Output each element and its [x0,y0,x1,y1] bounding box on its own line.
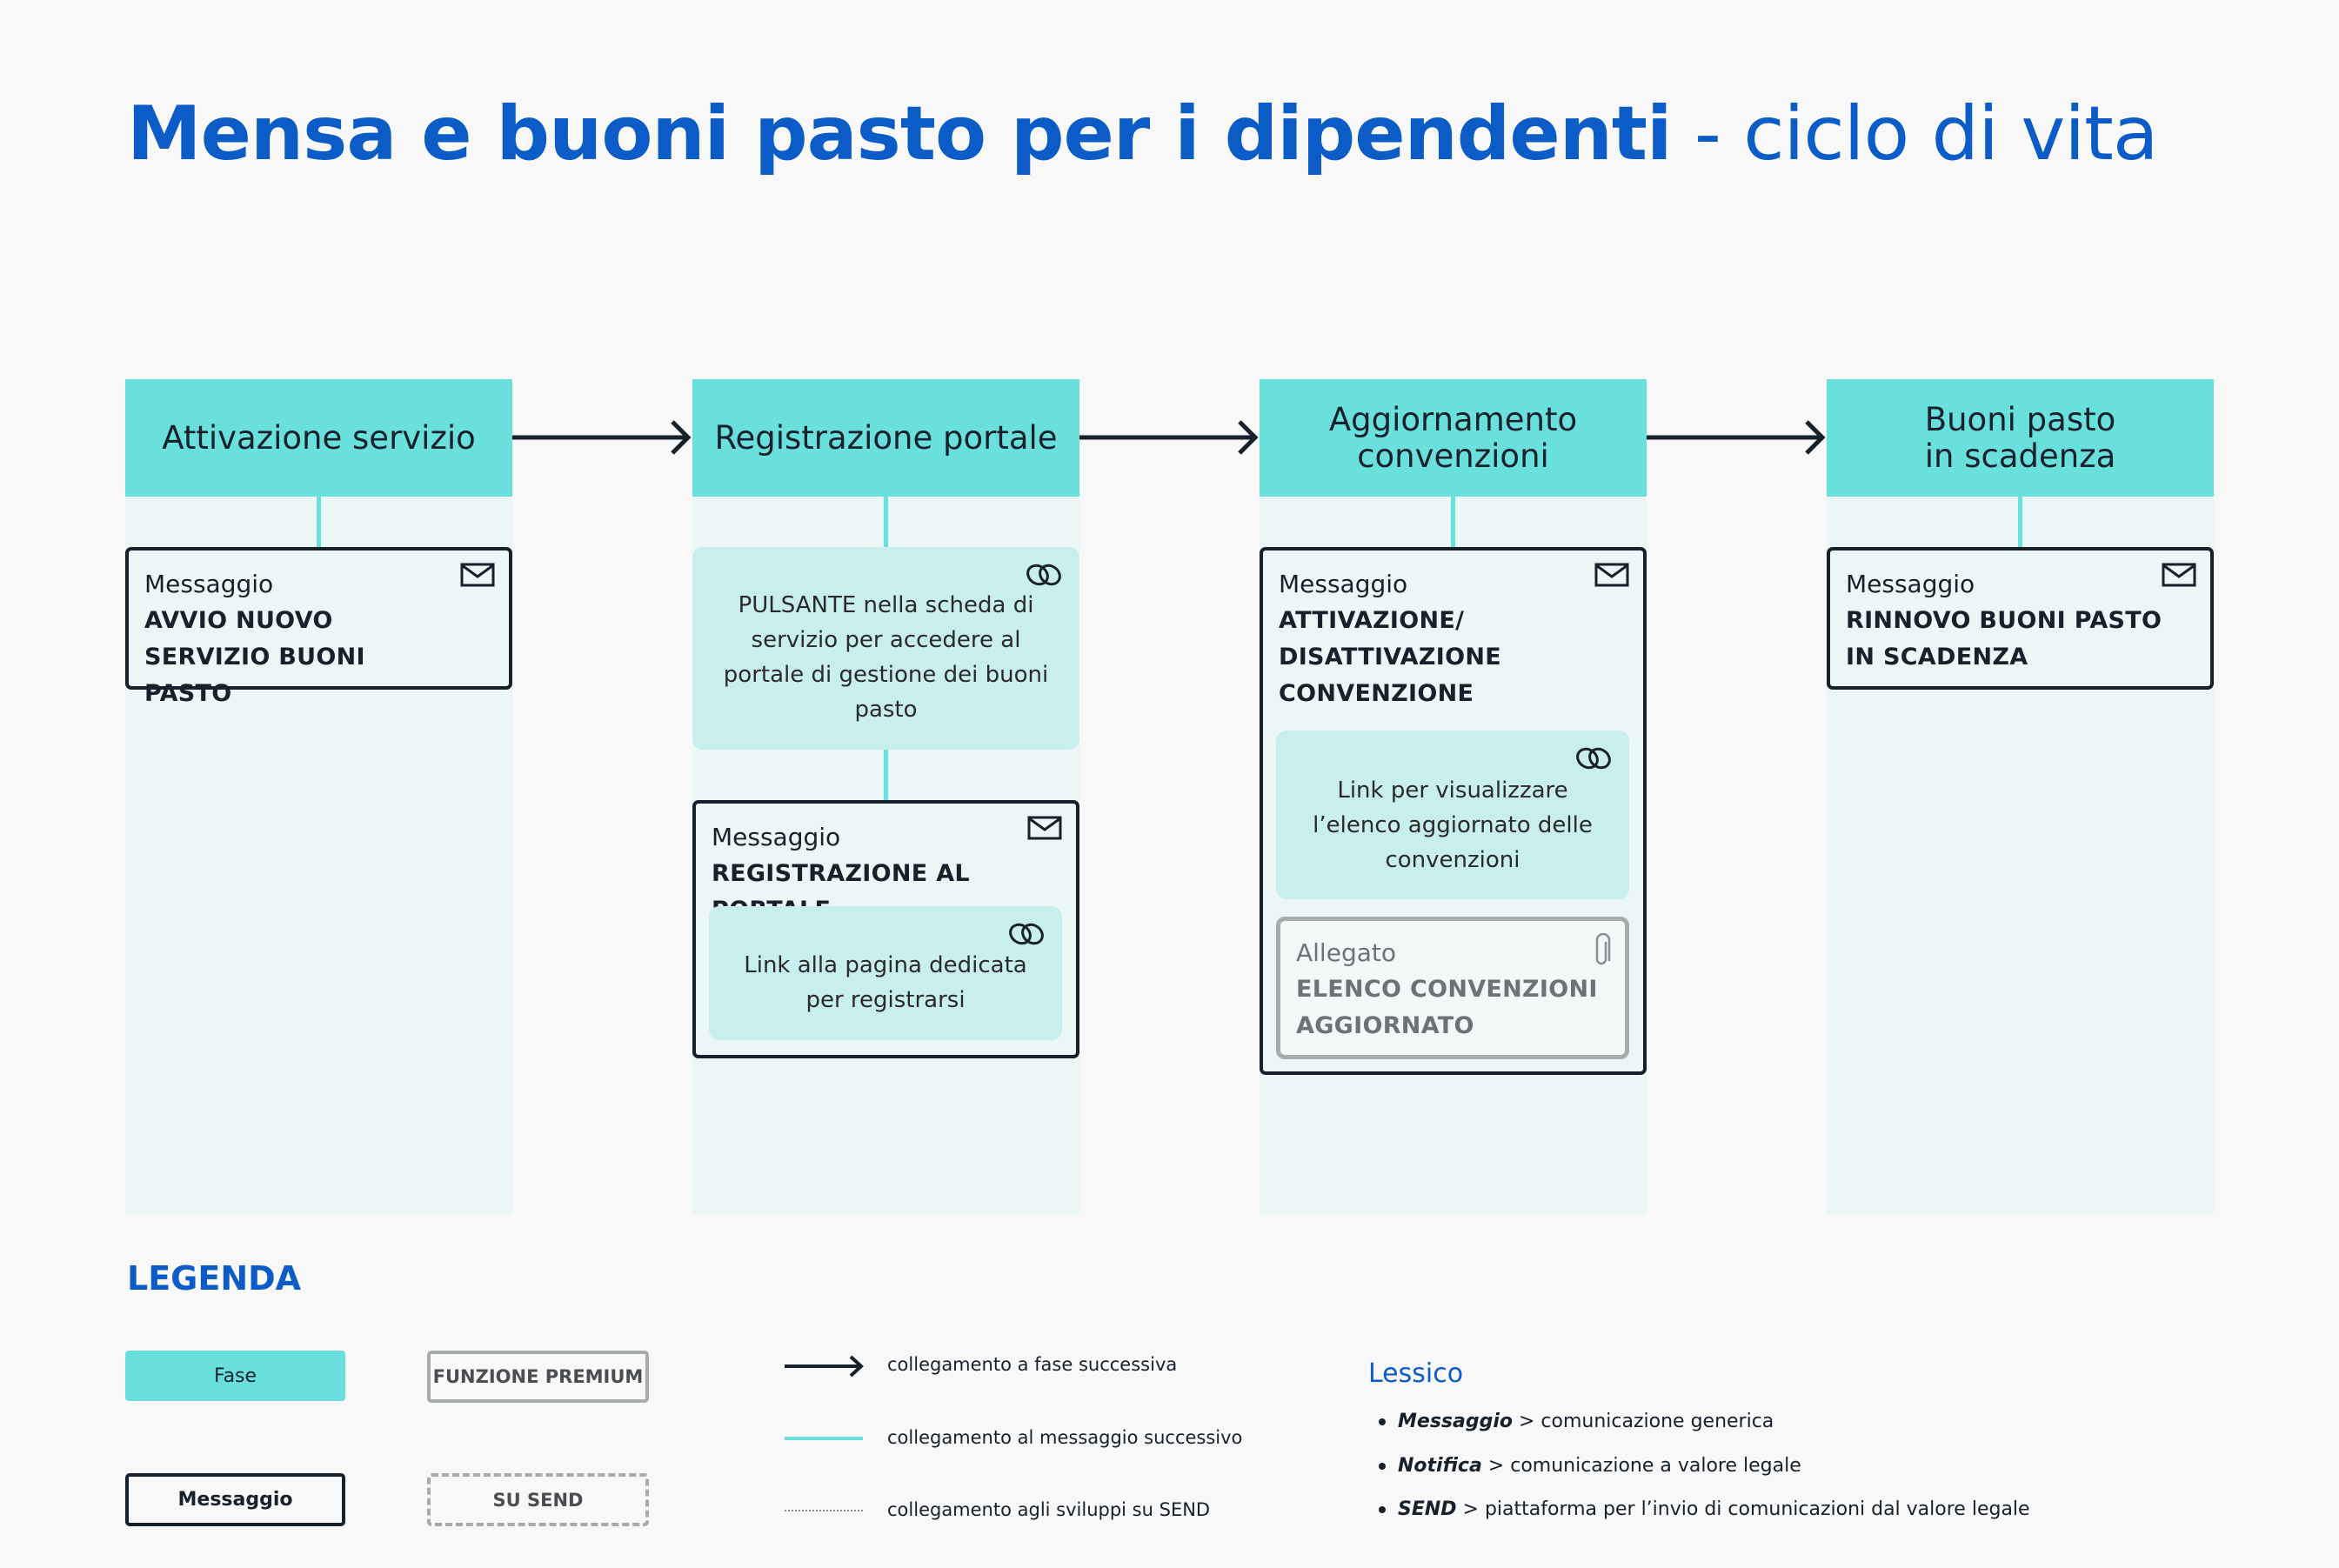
title-subtitle: - ciclo di vita [1671,90,2159,177]
message-card-rinnovo[interactable]: Messaggio RINNOVO BUONI PASTO IN SCADENZ… [1827,547,2214,690]
legend-su-send: SU SEND [427,1473,649,1526]
envelope-icon [2162,563,2196,587]
paperclip-icon [1595,933,1611,965]
message-card-avvio[interactable]: Messaggio AVVIO NUOVO SERVIZIO BUONI PAS… [125,547,512,707]
lessico-item: Messaggio > comunicazione generica [1379,1411,1774,1432]
lessico-sep: > [1513,1411,1541,1432]
lessico-term: Notifica [1398,1455,1482,1477]
link-text: Link alla pagina dedicata per registrars… [744,952,1027,1013]
link-box-convenzioni[interactable]: Link per visualizzare l’elenco aggiornat… [1276,731,1629,899]
connector-line [884,497,888,547]
phase-label: Aggiornamento convenzioni [1328,400,1578,475]
connector-line [1451,497,1455,547]
phase-label: Buoni pasto in scadenza [1924,400,2116,475]
lessico-term: SEND [1398,1498,1457,1520]
attachment-card[interactable]: Allegato ELENCO CONVENZIONI AGGIORNATO [1276,917,1629,1059]
link-box-registrazione[interactable]: Link alla pagina dedicata per registrars… [709,906,1062,1040]
arrow-right-icon [785,1355,864,1378]
phase-buoni-pasto-scadenza: Buoni pasto in scadenza [1827,379,2214,497]
page-title: Mensa e buoni pasto per i dipendenti - c… [127,90,2159,177]
message-card-registrazione[interactable]: Messaggio REGISTRAZIONE AL PORTALE Link … [692,800,1079,1058]
lessico-term: Messaggio [1398,1411,1513,1432]
connector-line [2018,497,2022,547]
message-title: AVVIO NUOVO SERVIZIO BUONI PASTO [144,607,365,707]
phase-aggiornamento-convenzioni: Aggiornamento convenzioni [1260,379,1647,497]
envelope-icon [1594,563,1629,587]
button-box-portale[interactable]: PULSANTE nella scheda di servizio per ac… [692,547,1079,750]
message-label: Messaggio [144,570,274,598]
legend-dotted-desc: collegamento agli sviluppi su SEND [887,1499,1211,1520]
arrow-right-icon [1079,420,1259,455]
message-card-convenzione[interactable]: Messaggio ATTIVAZIONE/ DISATTIVAZIONE CO… [1260,547,1647,1075]
message-title: ATTIVAZIONE/ DISATTIVAZIONE CONVENZIONE [1279,607,1501,707]
lessico-item: Notifica > comunicazione a valore legale [1379,1455,1801,1477]
lessico-sep: > [1456,1498,1485,1520]
phase-label: Registrazione portale [714,418,1058,457]
legend-arrow-desc: collegamento a fase successiva [887,1354,1178,1375]
button-box-text: PULSANTE nella scheda di servizio per ac… [723,591,1049,723]
lessico-desc: comunicazione generica [1540,1411,1774,1432]
lessico-desc: comunicazione a valore legale [1510,1455,1801,1477]
chain-link-icon [1576,747,1611,770]
legend-fase: Fase [125,1351,345,1401]
arrow-right-icon [1647,420,1826,455]
bullet [1379,1506,1386,1513]
arrow-right-icon [512,420,692,455]
bullet [1379,1463,1386,1470]
envelope-icon [1027,816,1062,840]
message-label: Messaggio [1279,570,1408,598]
phase-attivazione-servizio: Attivazione servizio [125,379,512,497]
message-title: RINNOVO BUONI PASTO IN SCADENZA [1846,607,2162,671]
phase-label: Attivazione servizio [162,418,476,457]
lessico-sep: > [1481,1455,1511,1477]
envelope-icon [460,563,495,587]
legend-line-sample [785,1437,863,1440]
lessico-item: SEND > piattaforma per l’invio di comuni… [1379,1498,2030,1520]
chain-link-icon [1026,564,1061,586]
lessico-desc: piattaforma per l’invio di comunicazioni… [1484,1498,2030,1520]
legend-dotted-sample [785,1510,863,1511]
legend-title: LEGENDA [127,1259,302,1298]
legend-premium: FUNZIONE PREMIUM [427,1351,649,1403]
message-label: Messaggio [712,823,841,851]
legend-messaggio: Messaggio [125,1473,345,1526]
connector-line [884,750,888,800]
bullet [1379,1418,1386,1425]
legend-line-desc: collegamento al messaggio successivo [887,1427,1243,1448]
lessico-title: Lessico [1368,1358,1464,1389]
connector-line [317,497,321,547]
chain-link-icon [1009,923,1044,945]
attachment-title: ELENCO CONVENZIONI AGGIORNATO [1296,976,1598,1039]
title-main: Mensa e buoni pasto per i dipendenti [127,90,1673,177]
link-text: Link per visualizzare l’elenco aggiornat… [1313,777,1593,873]
attachment-label: Allegato [1296,938,1396,967]
message-label: Messaggio [1846,570,1975,598]
phase-registrazione-portale: Registrazione portale [692,379,1079,497]
